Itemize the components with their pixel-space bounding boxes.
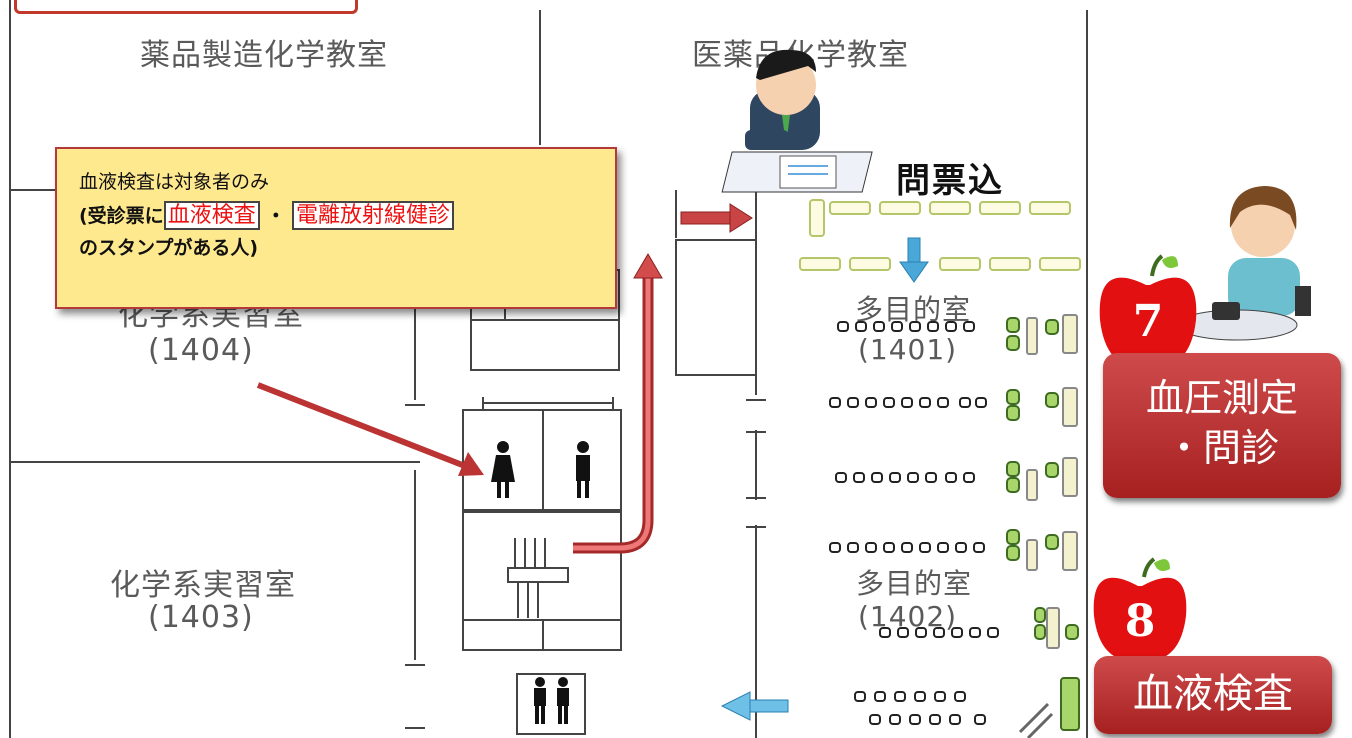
station-7-blood-pressure[interactable]: 血圧測定 ・問診 (1103, 353, 1341, 498)
station-8-number: 8 (1124, 596, 1156, 647)
nurse-illustration (1176, 186, 1311, 341)
apple-7-icon (1099, 254, 1197, 369)
blood-test-notice-callout: 血液検査は対象者のみ (受診票に血液検査 ・ 電離放射線健診 のスタンプがある人… (55, 147, 617, 309)
room-label-pharma-manufacturing: 薬品製造化学教室 (140, 38, 388, 73)
room-1404-number: (1404) (148, 333, 254, 368)
callout-separator: ・ (266, 204, 286, 227)
room-1401-number: (1401) (858, 333, 958, 366)
callout-prefix: (受診票に (79, 204, 164, 227)
apple-8-icon (1093, 557, 1187, 662)
room-1403-number: (1403) (148, 600, 254, 635)
station-7-number: 7 (1132, 296, 1164, 347)
room-1403-name: 化学系実習室 (110, 568, 296, 603)
station-7-line1: 血圧測定 (1145, 376, 1298, 420)
station-8-line1: 血液検査 (1133, 671, 1293, 717)
callout-line2: (受診票に血液検査 ・ 電離放射線健診 (79, 198, 615, 234)
reception-person-illustration (721, 49, 873, 193)
station-8-blood-test[interactable]: 血液検査 (1094, 656, 1332, 734)
reception-label: 問票込 (896, 161, 1004, 201)
station-7-line2: ・問診 (1164, 426, 1279, 470)
stamp-blood-test: 血液検査 (163, 200, 260, 230)
header-frame (14, 0, 358, 14)
callout-line3: のスタンプがある人) (79, 237, 259, 260)
callout-line1: 血液検査は対象者のみ (79, 171, 270, 193)
room-1401-name: 多目的室 (855, 293, 972, 326)
stamp-radiation-exam: 電離放射線健診 (291, 200, 454, 230)
room-1402-name: 多目的室 (856, 567, 973, 600)
